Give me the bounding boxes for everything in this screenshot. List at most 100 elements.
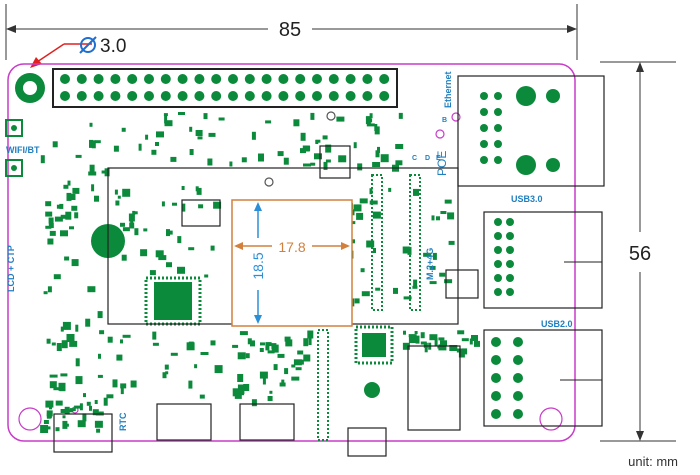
smd-part xyxy=(97,311,103,319)
smd-part xyxy=(89,405,92,411)
smd-part xyxy=(97,374,103,378)
smd-part xyxy=(408,334,417,338)
smd-part xyxy=(49,230,56,236)
smd-part xyxy=(149,270,156,276)
smd-part xyxy=(234,391,242,399)
smd-part xyxy=(448,240,455,245)
smd-part xyxy=(258,153,264,162)
smd-part xyxy=(75,358,80,367)
gpio-pin xyxy=(278,91,289,101)
port-pin xyxy=(494,288,502,296)
smd-part xyxy=(43,420,49,424)
port-pin xyxy=(494,260,502,268)
smd-part xyxy=(152,331,157,340)
smd-part xyxy=(365,116,371,125)
smd-part xyxy=(438,344,447,351)
smd-part xyxy=(449,345,458,351)
smd-part xyxy=(151,149,157,155)
port-pin xyxy=(494,92,502,100)
smd-part xyxy=(45,201,52,207)
smd-part xyxy=(366,240,375,248)
smd-part xyxy=(188,247,195,251)
smd-part xyxy=(238,391,245,396)
gpio-pin xyxy=(110,91,121,101)
smd-part xyxy=(423,342,428,348)
smd-part xyxy=(45,225,52,229)
smd-part xyxy=(60,214,67,219)
smd-part xyxy=(356,212,364,220)
smd-part xyxy=(169,230,173,235)
smd-part xyxy=(172,202,177,206)
smd-part xyxy=(295,359,304,365)
smd-part xyxy=(444,279,453,284)
port-pin xyxy=(494,218,502,226)
smd-part xyxy=(48,223,54,229)
smd-part xyxy=(122,334,131,338)
smd-part xyxy=(170,156,177,162)
ethernet-port xyxy=(457,75,605,187)
smd-part xyxy=(62,420,68,429)
port-pin xyxy=(480,92,488,100)
smd-part xyxy=(271,343,277,350)
smd-part xyxy=(310,162,316,166)
smd-part xyxy=(461,338,469,342)
m2-slot xyxy=(317,174,421,441)
smd-part xyxy=(106,394,114,399)
smd-part xyxy=(181,186,185,190)
smd-part xyxy=(265,120,272,124)
smd-part xyxy=(203,113,208,120)
smd-part xyxy=(99,330,105,335)
smd-part xyxy=(152,342,159,346)
port-pin xyxy=(494,232,502,240)
smd-part xyxy=(74,405,83,409)
port-pin xyxy=(506,260,514,268)
smd-part xyxy=(431,215,435,221)
smd-part xyxy=(424,345,428,353)
smd-part xyxy=(197,136,203,140)
smd-part xyxy=(94,420,103,428)
smd-part xyxy=(71,259,79,267)
smd-part xyxy=(94,195,99,202)
smd-part xyxy=(210,245,215,251)
smd-part xyxy=(91,184,95,192)
gpio-pin xyxy=(76,91,87,101)
smd-part xyxy=(432,252,437,260)
port-pin xyxy=(513,337,523,347)
smd-part xyxy=(241,157,247,163)
soc-outline: 17.8 18.5 xyxy=(231,199,353,327)
smd-part xyxy=(96,428,101,433)
smd-part xyxy=(45,400,54,408)
smd-part xyxy=(117,195,121,199)
smd-part xyxy=(259,348,264,352)
smd-part xyxy=(66,334,75,342)
smd-part xyxy=(429,265,436,270)
smd-part xyxy=(186,342,195,351)
smd-part xyxy=(457,330,465,335)
smd-part xyxy=(72,187,80,194)
m2-label: M.2+4G xyxy=(425,248,435,280)
port-pin xyxy=(506,274,514,282)
smd-part xyxy=(194,364,198,369)
smd-part xyxy=(120,222,125,227)
port-pin xyxy=(494,108,502,116)
soc-height-label: 18.5 xyxy=(250,252,266,279)
smd-part xyxy=(444,199,452,204)
smd-part xyxy=(210,340,216,346)
smd-part xyxy=(440,211,447,214)
usb2-label: USB2.0 xyxy=(541,319,573,329)
smd-part xyxy=(122,188,131,197)
smd-part xyxy=(357,163,363,171)
rtc-label: RTC xyxy=(118,412,128,431)
smd-part xyxy=(277,151,284,157)
smd-part xyxy=(284,336,291,342)
port-pin xyxy=(506,246,514,254)
gpio-pin xyxy=(160,91,171,101)
smd-part xyxy=(56,343,62,351)
smd-part xyxy=(214,365,223,374)
gpio-pin xyxy=(60,91,70,101)
smd-part xyxy=(83,393,86,398)
smd-part xyxy=(48,217,54,224)
gpio-pin xyxy=(362,74,373,84)
gpio-pin xyxy=(160,74,171,84)
